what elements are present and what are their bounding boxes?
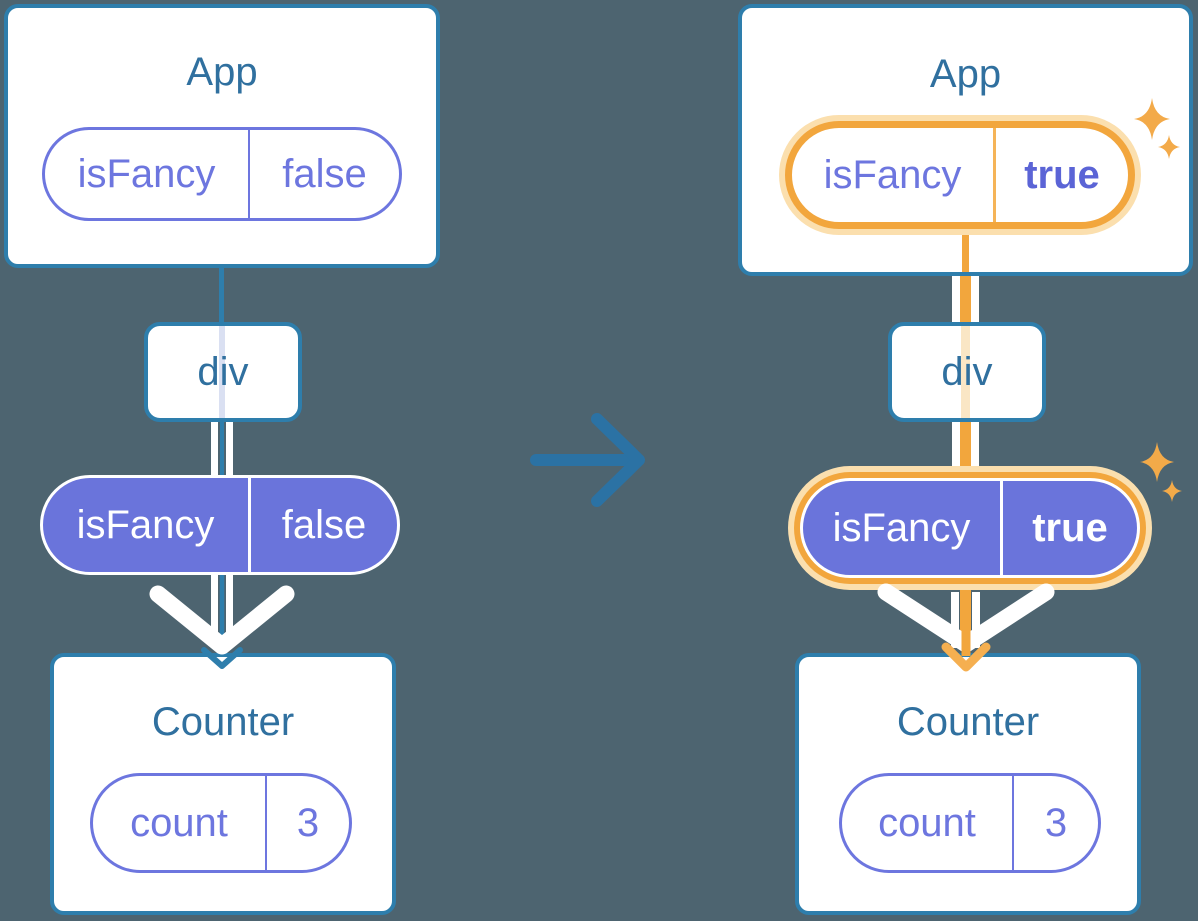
after-passed-prop-pill: isFancy true bbox=[800, 478, 1140, 578]
before-prop-flow-chevron-icon bbox=[149, 585, 295, 655]
pill-divider bbox=[265, 776, 267, 870]
before-counter-state-pill: count 3 bbox=[90, 773, 352, 873]
before-app-title: App bbox=[186, 50, 258, 94]
prop-value: true bbox=[1024, 152, 1100, 197]
after-app-prop-pill: isFancy true bbox=[785, 121, 1135, 229]
after-counter-title: Counter bbox=[896, 700, 1040, 744]
before-app-card: App isFancy false bbox=[4, 4, 440, 268]
prop-name: isFancy bbox=[76, 502, 215, 547]
before-div-thread-line bbox=[219, 326, 225, 418]
pill-divider bbox=[248, 130, 250, 218]
prop-value: true bbox=[1032, 505, 1108, 550]
before-div-title: div bbox=[197, 350, 249, 394]
prop-value: false bbox=[282, 151, 367, 196]
state-value: 3 bbox=[296, 800, 320, 845]
after-prop-flow-chevron-icon bbox=[877, 583, 1055, 653]
after-app-card: App isFancy true bbox=[738, 4, 1193, 276]
after-counter-card: Counter count 3 bbox=[795, 653, 1141, 915]
pill-divider bbox=[1000, 481, 1003, 575]
prop-value: false bbox=[281, 502, 367, 547]
after-prop-ribbon-pill-to-counter bbox=[951, 590, 980, 650]
after-counter-state-pill: count 3 bbox=[839, 773, 1101, 873]
transition-arrow-icon bbox=[530, 413, 645, 507]
after-prop-ribbon-div-to-pill bbox=[952, 418, 979, 472]
pill-divider bbox=[248, 478, 251, 572]
after-div-thread-line bbox=[961, 326, 970, 418]
sparkle-icon bbox=[1140, 442, 1182, 502]
state-name: count bbox=[878, 800, 976, 845]
after-div-card: div bbox=[888, 322, 1046, 422]
pill-divider bbox=[1012, 776, 1014, 870]
before-app-prop-pill: isFancy false bbox=[42, 127, 402, 221]
before-prop-ribbon-div-to-pill bbox=[211, 418, 233, 482]
prop-name: isFancy bbox=[832, 505, 971, 550]
after-prop-ribbon-app-to-div bbox=[952, 270, 979, 328]
after-div-title: div bbox=[941, 350, 993, 394]
after-app-thread-line bbox=[962, 229, 969, 272]
before-counter-card: Counter count 3 bbox=[50, 653, 396, 915]
state-value: 3 bbox=[1044, 800, 1068, 845]
pill-divider bbox=[993, 128, 996, 222]
before-passed-prop-pill: isFancy false bbox=[40, 475, 400, 575]
state-name: count bbox=[130, 800, 228, 845]
prop-name: isFancy bbox=[77, 151, 216, 196]
before-div-card: div bbox=[144, 322, 302, 422]
prop-name: isFancy bbox=[823, 152, 962, 197]
before-counter-title: Counter bbox=[151, 700, 295, 744]
after-app-title: App bbox=[929, 52, 1002, 96]
before-prop-ribbon-pill-to-counter bbox=[211, 572, 233, 652]
